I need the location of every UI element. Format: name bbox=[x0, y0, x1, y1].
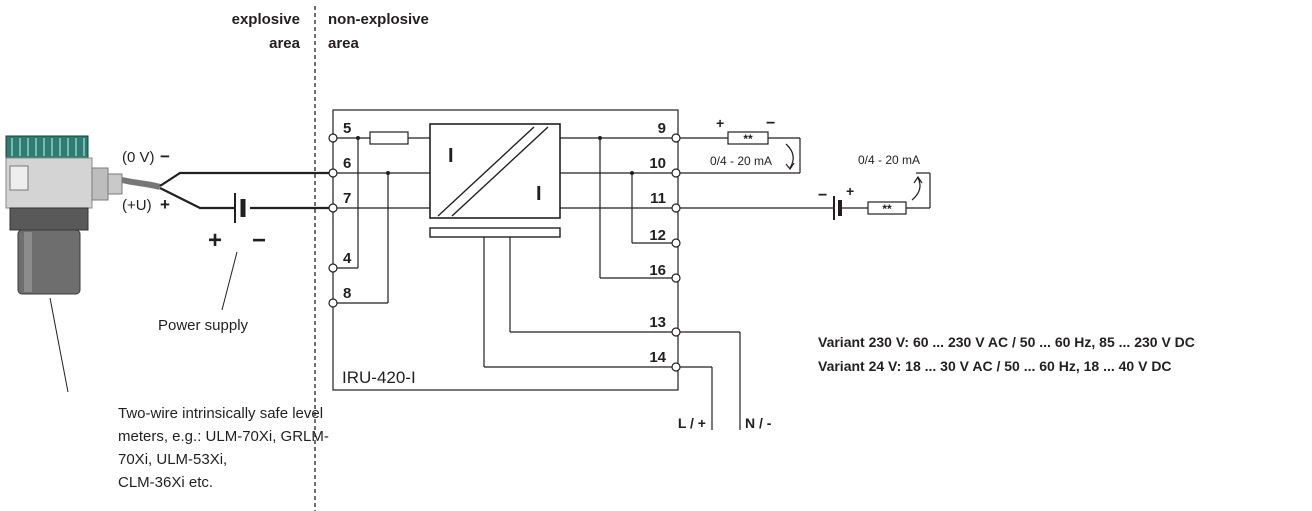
level-meter-sensor bbox=[5, 135, 123, 295]
zero-v-label: (0 V) bbox=[122, 149, 155, 166]
terminal-9-label: 9 bbox=[658, 120, 666, 137]
isolator-block bbox=[429, 123, 561, 219]
live-label: L / + bbox=[678, 415, 706, 431]
isolator-output-symbol: I bbox=[536, 183, 542, 205]
loop2-minus: − bbox=[818, 187, 827, 204]
sensor-desc-2: meters, e.g.: ULM-70Xi, GRLM- bbox=[118, 428, 329, 445]
loop1-load-label: ** bbox=[743, 132, 753, 146]
terminal-7 bbox=[328, 203, 338, 213]
neutral-label: N / - bbox=[745, 415, 772, 431]
sensor-desc-3: 70Xi, ULM-53Xi, bbox=[118, 451, 227, 468]
loop2-load-label: ** bbox=[882, 202, 892, 216]
sensor-cable bbox=[121, 177, 161, 190]
sensor-desc-1: Two-wire intrinsically safe level bbox=[118, 405, 323, 422]
terminal-10-label: 10 bbox=[649, 155, 666, 172]
terminal-13 bbox=[671, 327, 681, 337]
terminal-6 bbox=[328, 168, 338, 178]
terminal-8 bbox=[328, 298, 338, 308]
loop1-current-arrow bbox=[785, 143, 794, 169]
loop2-plus: + bbox=[846, 183, 854, 199]
terminal-11-label: 11 bbox=[650, 190, 666, 207]
sensor-leader bbox=[49, 297, 69, 393]
terminal-11 bbox=[671, 203, 681, 213]
isolator-input-symbol: I bbox=[448, 145, 454, 167]
terminal-16-label: 16 bbox=[649, 262, 666, 279]
terminal-13-label: 13 bbox=[649, 314, 666, 331]
terminal-8-label: 8 bbox=[343, 285, 351, 302]
terminal-14 bbox=[671, 362, 681, 372]
nonexplosive-area-label-2: area bbox=[328, 35, 360, 52]
loop1-current: 0/4 - 20 mA bbox=[710, 154, 772, 168]
internal-resistor bbox=[369, 131, 409, 145]
zero-v-minus: − bbox=[160, 147, 170, 166]
terminal-12 bbox=[671, 238, 681, 248]
loop1-plus: + bbox=[716, 115, 724, 131]
variant-24-note: Variant 24 V: 18 ... 30 V AC / 50 ... 60… bbox=[818, 358, 1172, 374]
terminal-5-label: 5 bbox=[343, 120, 351, 137]
terminal-12-label: 12 bbox=[649, 227, 666, 244]
explosive-area-label: explosive bbox=[232, 11, 300, 28]
nonexplosive-area-label: non-explosive bbox=[328, 11, 429, 28]
device-name: IRU-420-I bbox=[342, 368, 416, 387]
terminal-6-label: 6 bbox=[343, 155, 351, 172]
battery-plus: + bbox=[208, 227, 222, 254]
power-supply-label: Power supply bbox=[158, 317, 249, 334]
plus-u-plus: + bbox=[160, 195, 170, 214]
terminal-5 bbox=[328, 133, 338, 143]
explosive-area-label-2: area bbox=[269, 35, 301, 52]
power-module-bar bbox=[429, 227, 561, 238]
plus-u-label: (+U) bbox=[122, 197, 152, 214]
wire-plus-u bbox=[159, 187, 235, 210]
loop1-minus: − bbox=[766, 115, 775, 132]
sensor-desc-4: CLM-36Xi etc. bbox=[118, 474, 213, 491]
battery-minus: − bbox=[252, 227, 266, 254]
terminal-7-label: 7 bbox=[343, 190, 351, 207]
terminal-14-label: 14 bbox=[649, 349, 666, 366]
wire-0v bbox=[159, 171, 330, 187]
loop2-current-arrow bbox=[911, 177, 921, 201]
terminal-4 bbox=[328, 263, 338, 273]
loop2-current: 0/4 - 20 mA bbox=[858, 153, 920, 167]
terminal-10 bbox=[671, 168, 681, 178]
terminal-4-label: 4 bbox=[343, 250, 352, 267]
variant-230-note: Variant 230 V: 60 ... 230 V AC / 50 ... … bbox=[818, 334, 1195, 350]
power-supply-leader bbox=[221, 251, 238, 311]
terminal-9 bbox=[671, 133, 681, 143]
device-enclosure bbox=[332, 109, 679, 391]
terminal-16 bbox=[671, 273, 681, 283]
